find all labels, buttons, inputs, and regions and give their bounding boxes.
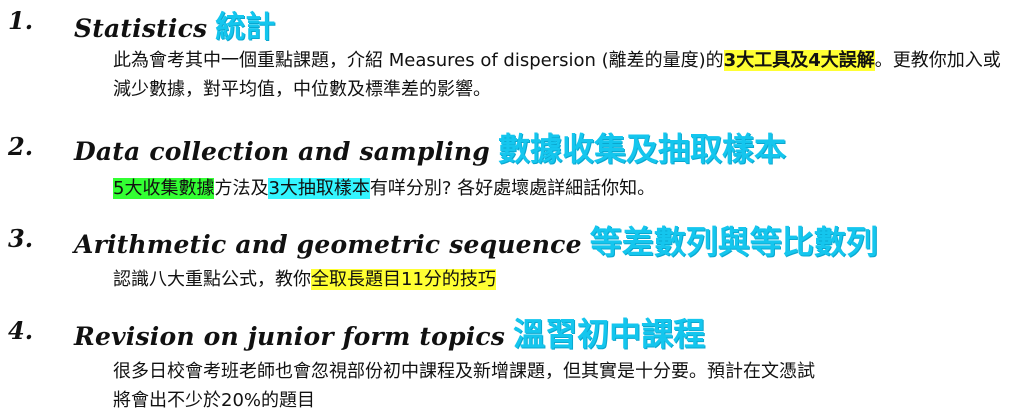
section-description: 此為會考其中一個重點課題，介紹 Measures of dispersion (… xyxy=(113,46,1013,104)
highlight-text: 5大收集數據 xyxy=(113,178,215,199)
body-line: 很多日校會考班老師也會忽視部份初中課程及新增課題，但其實是十分要。預計在文憑試 xyxy=(113,361,815,382)
heading-en: Arithmetic and geometric sequence xyxy=(74,230,582,259)
item-number: 1. xyxy=(8,6,34,35)
section-heading: Arithmetic and geometric sequence 等差數列與等… xyxy=(74,217,878,263)
section-description: 認識八大重點公式，教你全取長題目11分的技巧 xyxy=(113,265,1013,294)
heading-en: Statistics xyxy=(74,14,208,43)
heading-en: Data collection and sampling xyxy=(74,137,490,166)
highlight-text: 3大抽取樣本 xyxy=(268,178,370,199)
section-heading: Statistics 統計 xyxy=(74,2,275,46)
heading-zh: 數據收集及抽取樣本 xyxy=(497,130,786,168)
heading-zh: 統計 xyxy=(215,10,276,45)
body-line: 將會出不少於20%的題目 xyxy=(113,390,316,411)
item-number: 3. xyxy=(8,224,34,253)
item-number: 4. xyxy=(8,316,34,345)
body-text: 有咩分別? 各好處壞處詳細話你知。 xyxy=(369,178,656,199)
body-text: 方法及 xyxy=(214,178,269,199)
section-heading: Revision on junior form topics 溫習初中課程 xyxy=(74,309,705,355)
section-heading: Data collection and sampling 數據收集及抽取樣本 xyxy=(74,124,786,170)
heading-zh: 等差數列與等比數列 xyxy=(589,223,878,261)
heading-en: Revision on junior form topics xyxy=(74,322,506,351)
body-text: 此為會考其中一個重點課題，介紹 Measures of dispersion (… xyxy=(113,50,724,71)
body-text: 認識八大重點公式，教你 xyxy=(113,269,311,290)
highlight-text: 全取長題目11分的技巧 xyxy=(311,269,496,290)
heading-zh: 溫習初中課程 xyxy=(513,315,706,353)
highlight-text: 3大工具及4大誤解 xyxy=(723,50,875,71)
section-description: 很多日校會考班老師也會忽視部份初中課程及新增課題，但其實是十分要。預計在文憑試 … xyxy=(113,357,1013,415)
item-number: 2. xyxy=(8,132,34,161)
body-text: 。更教你加入或減少數據，對平均值，中位數及標準差的影響。 xyxy=(113,50,1001,100)
section-description: 5大收集數據方法及3大抽取樣本有咩分別? 各好處壞處詳細話你知。 xyxy=(113,174,1013,203)
